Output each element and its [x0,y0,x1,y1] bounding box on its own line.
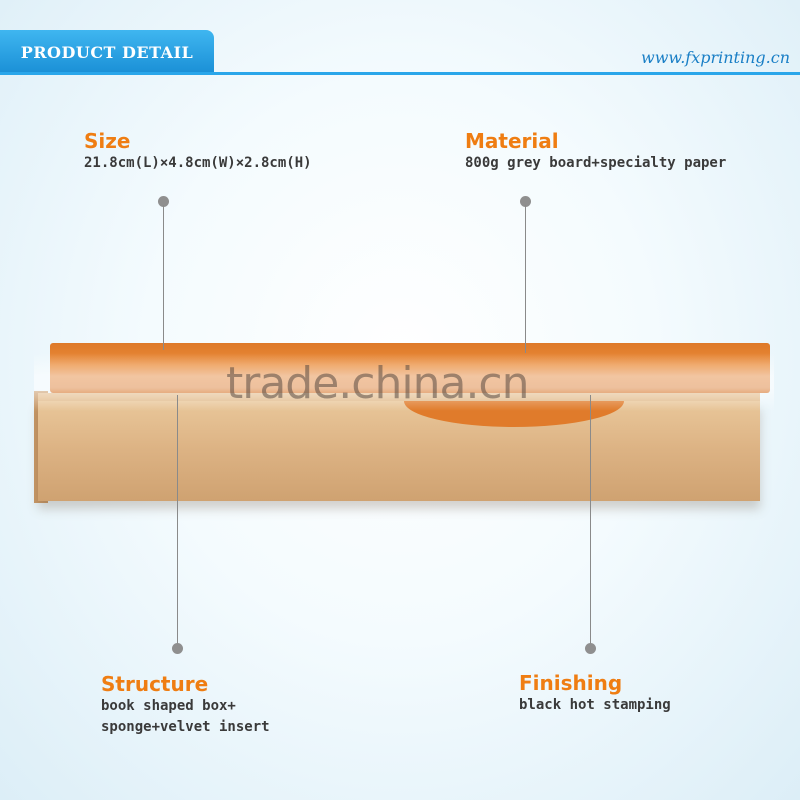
header-divider [0,72,800,75]
size-leader-dot [158,196,169,207]
spec-material-title: Material [465,129,559,153]
light-band [34,353,774,411]
spec-structure-title: Structure [101,672,209,696]
size-leader-line [163,205,164,350]
website-url[interactable]: www.fxprinting.cn [641,48,790,67]
spec-finishing-value: black hot stamping [519,697,671,713]
product-image [34,335,774,515]
spec-size-value: 21.8cm(L)×4.8cm(W)×2.8cm(H) [84,155,312,171]
finishing-leader-line [590,395,591,645]
section-title: PRODUCT DETAIL [20,42,194,62]
structure-leader-dot [172,643,183,654]
material-leader-dot [520,196,531,207]
box-body [38,401,760,501]
spec-structure-line-2: sponge+velvet insert [101,719,270,735]
spec-material: Material 800g grey board+specialty paper [465,129,726,174]
spec-finishing-title: Finishing [519,671,623,695]
spec-structure-line-1: book shaped box+ [101,698,236,714]
spec-finishing: Finishing black hot stamping [519,671,671,716]
spec-size-title: Size [84,129,131,153]
spec-structure: Structure book shaped box+ sponge+velvet… [101,672,270,738]
spec-size: Size 21.8cm(L)×4.8cm(W)×2.8cm(H) [84,129,312,174]
structure-leader-line [177,395,178,645]
spec-material-value: 800g grey board+specialty paper [465,155,727,171]
watermark: trade.china.cn [226,358,530,409]
material-leader-line [525,205,526,353]
finishing-leader-dot [585,643,596,654]
section-header-tab: PRODUCT DETAIL [0,30,214,74]
